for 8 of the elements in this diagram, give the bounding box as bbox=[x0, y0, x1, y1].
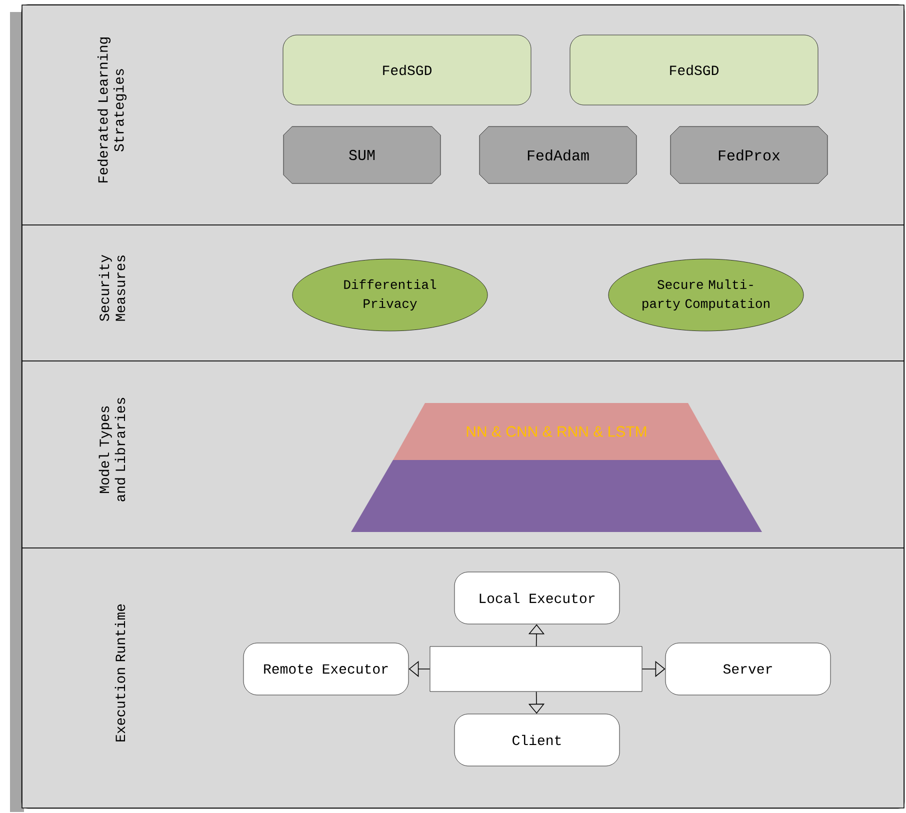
rounded-box: FedSGD bbox=[570, 34, 818, 106]
rounded-box: Server bbox=[665, 642, 831, 696]
hub-box bbox=[430, 646, 642, 692]
rounded-box: FedSGD bbox=[282, 34, 532, 106]
rounded-box: Remote Executor bbox=[243, 642, 409, 696]
rounded-box: Local Executor bbox=[454, 572, 620, 624]
rounded-box: Client bbox=[454, 714, 620, 766]
trapezoid-band bbox=[351, 460, 762, 532]
